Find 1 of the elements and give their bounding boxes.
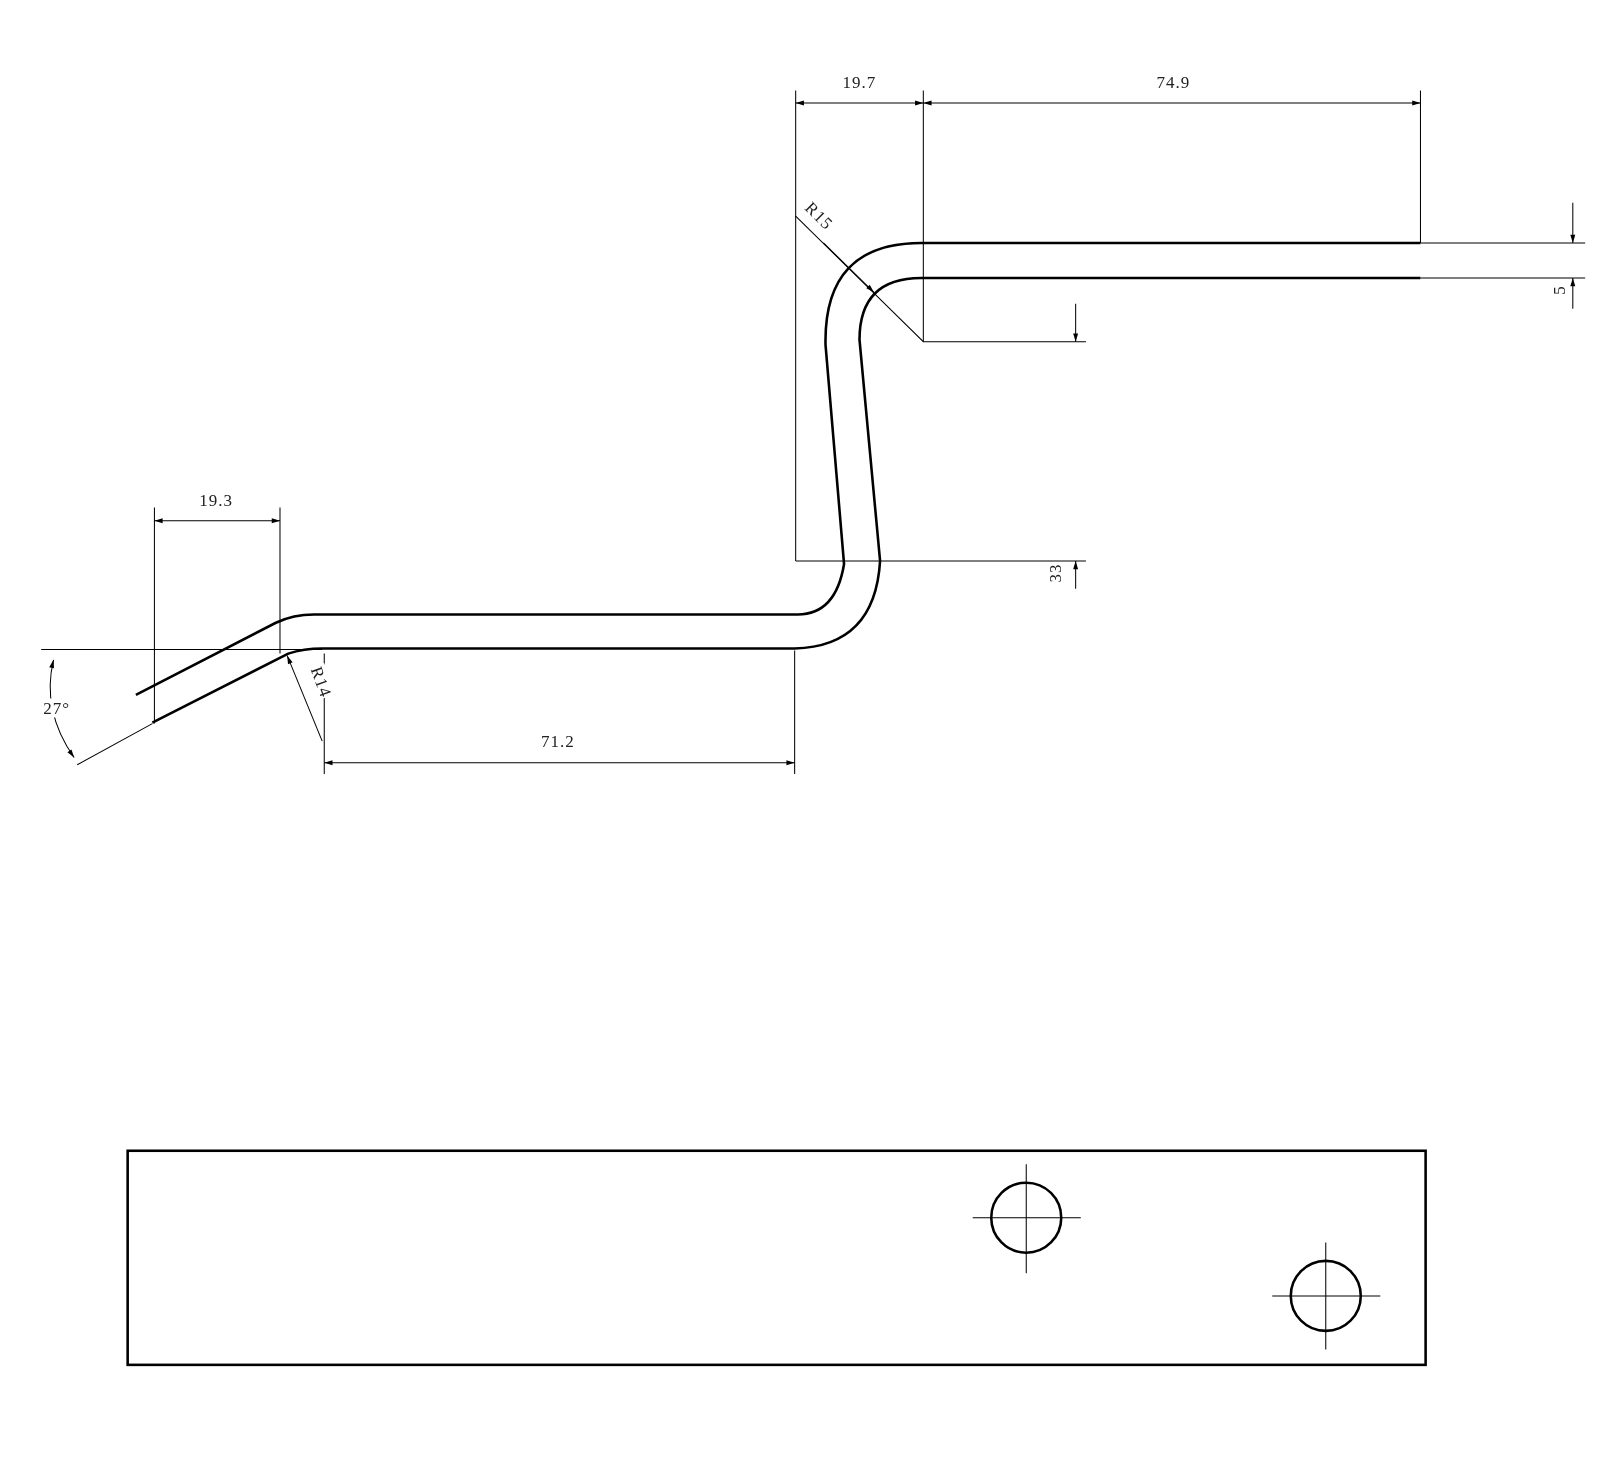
dimension-label: 27°	[42, 698, 71, 718]
